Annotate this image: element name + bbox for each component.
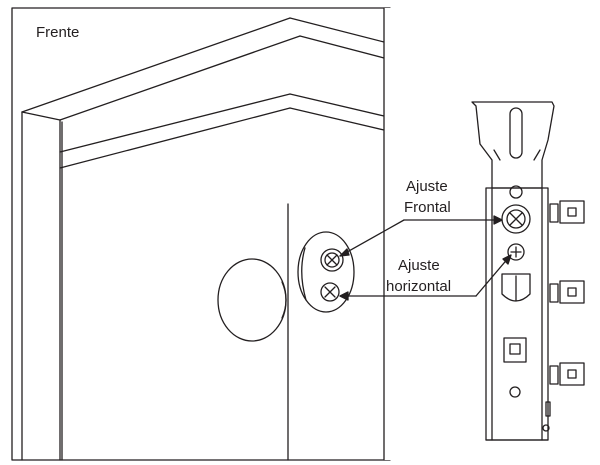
- mounting-tab-middle: [549, 280, 585, 304]
- callout-frontal-line1: Ajuste: [406, 178, 448, 195]
- frontal-screw-cup: [320, 248, 344, 272]
- horizontal-screw-plate: [507, 243, 525, 261]
- callout-horizontal-line1: Ajuste: [398, 257, 440, 274]
- horizontal-screw-cup: [320, 282, 340, 302]
- leader-horizontal: [339, 254, 512, 301]
- cabinet-frame: [11, 7, 391, 461]
- mounting-tab-top: [549, 200, 585, 224]
- hinge-cover-cap: [217, 258, 287, 342]
- mounting-tab-bottom: [549, 362, 585, 386]
- mounting-plate: [485, 185, 551, 441]
- callout-horizontal-line2: horizontal: [386, 278, 452, 295]
- scene-border: [11, 7, 391, 461]
- callout-frontal-line2: Frontal: [404, 199, 451, 216]
- leader-frontal: [339, 215, 503, 257]
- frontal-screw-plate: [501, 204, 531, 234]
- hinge-cup: [297, 231, 355, 313]
- view-label: Frente: [36, 24, 80, 41]
